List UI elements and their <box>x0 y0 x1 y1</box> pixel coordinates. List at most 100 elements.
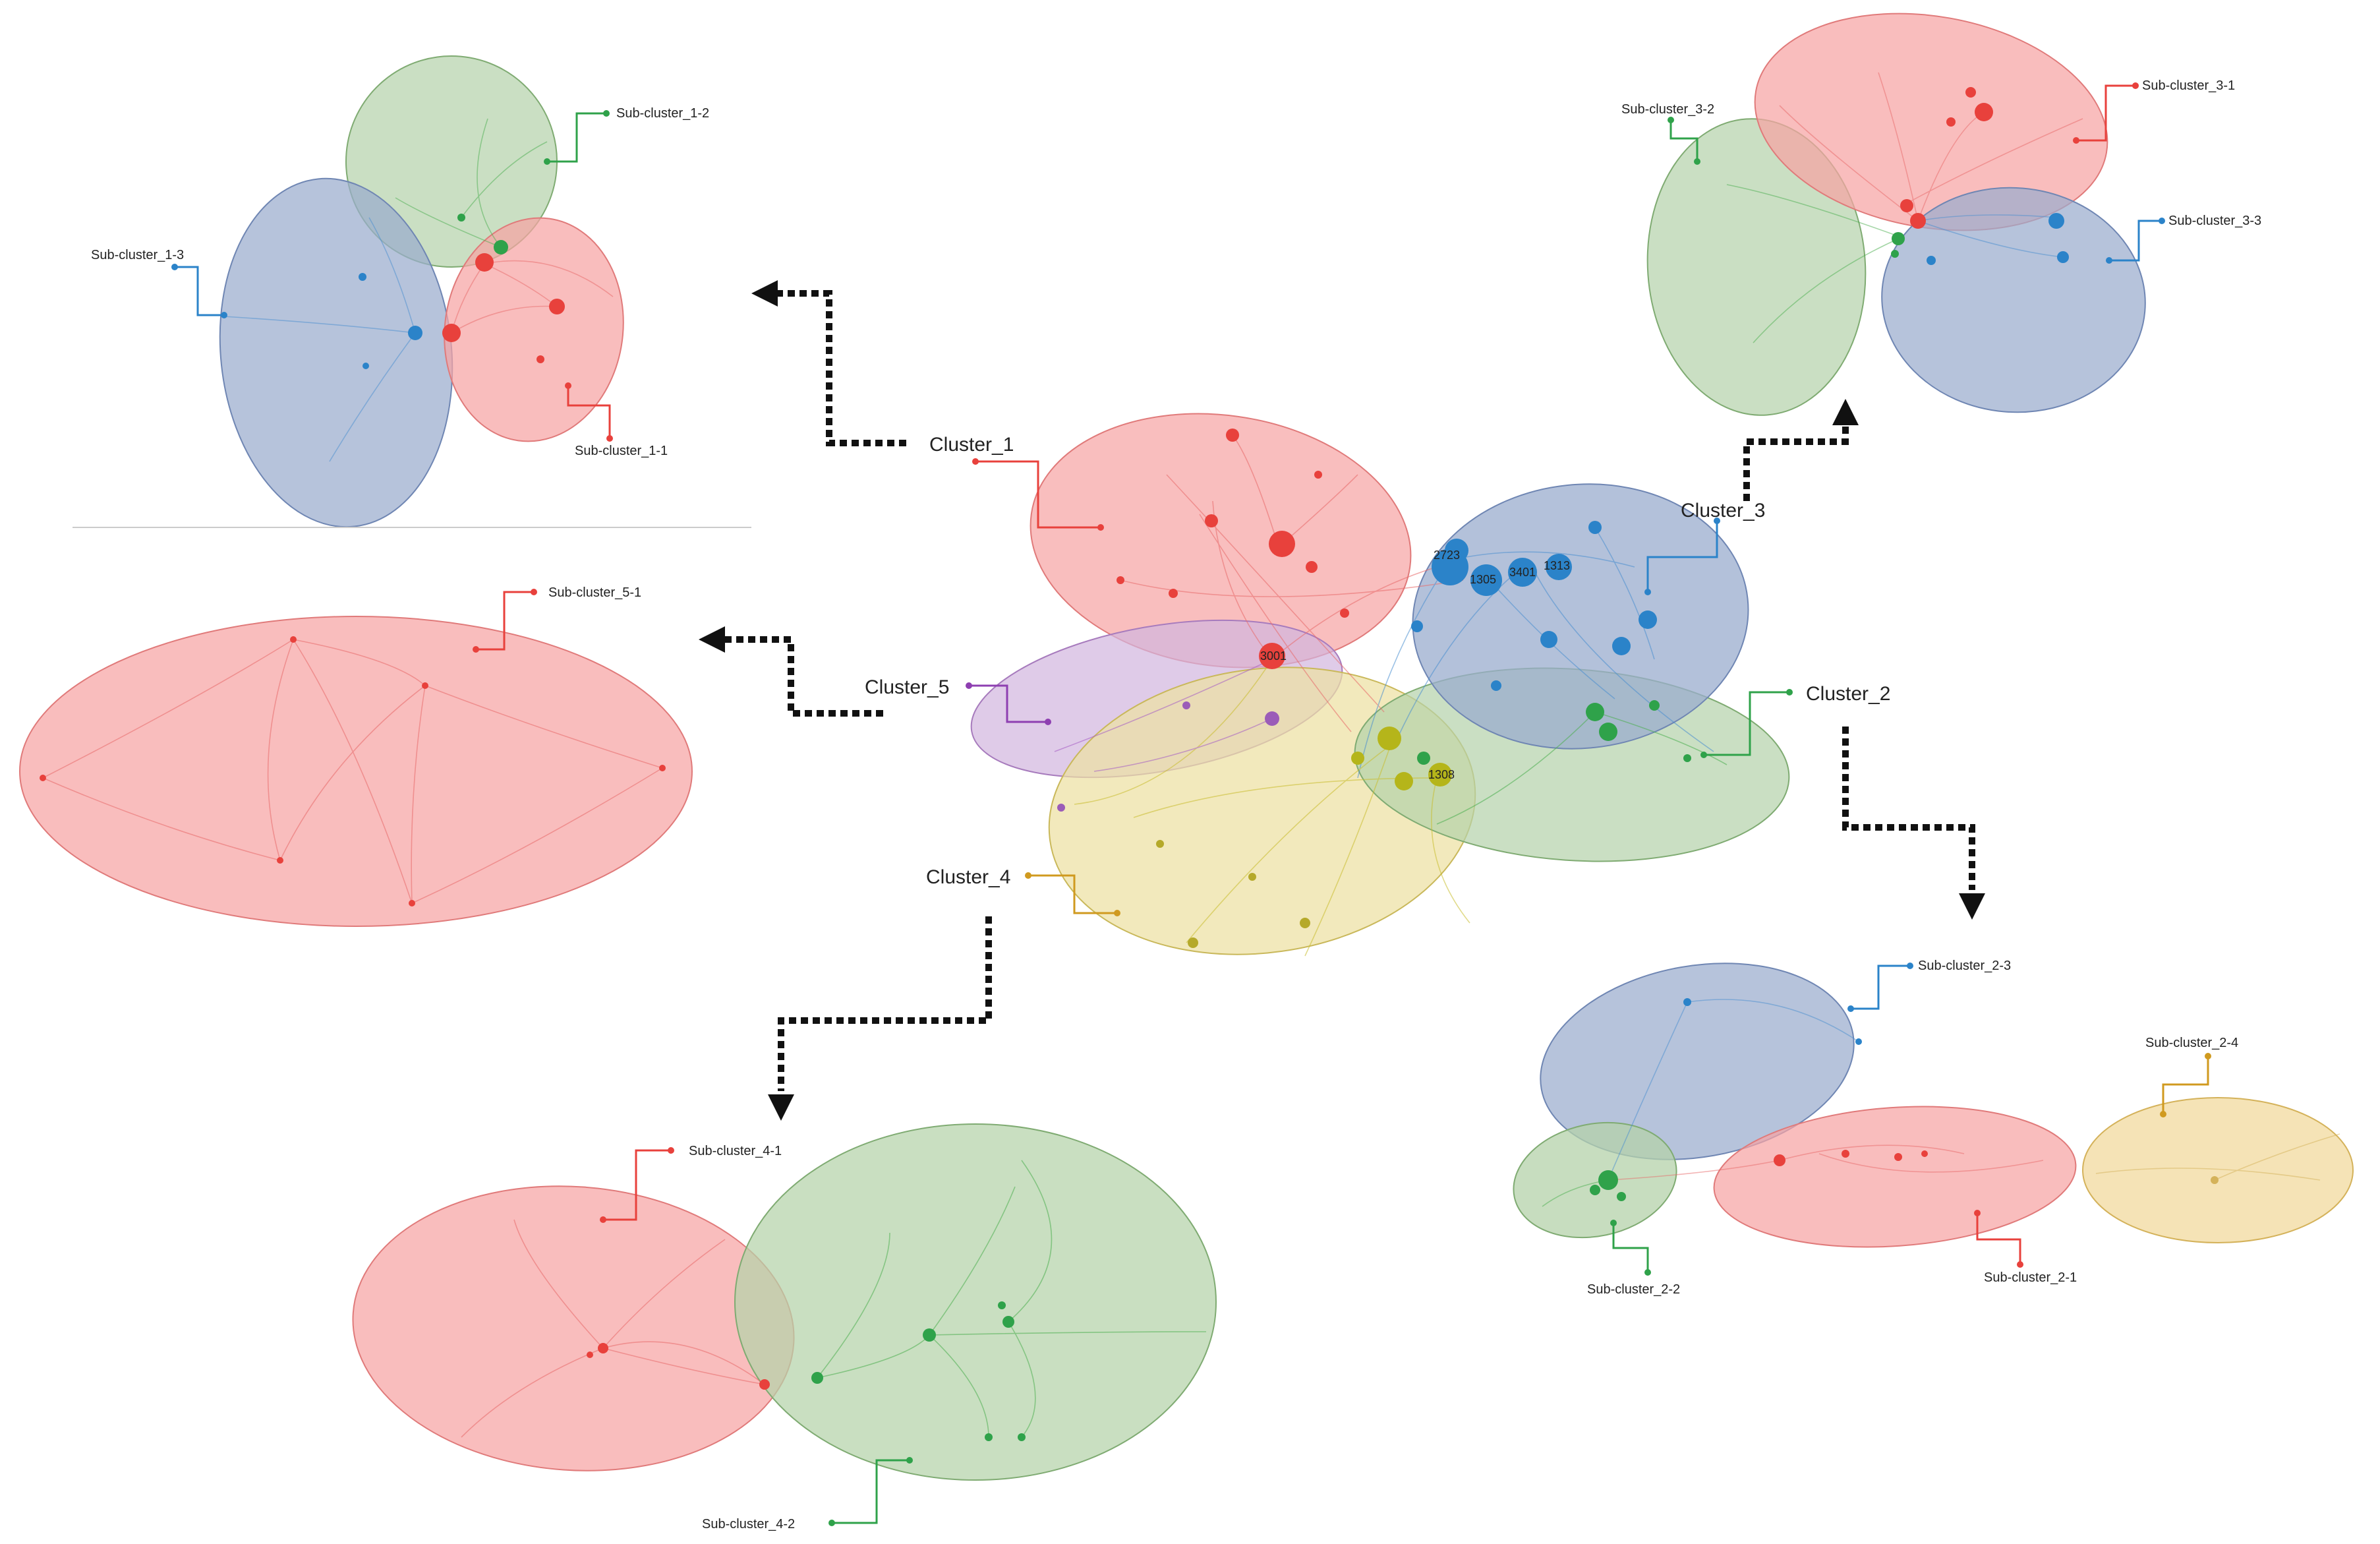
cluster-4-detail <box>352 1123 1217 1481</box>
node <box>1921 1150 1928 1157</box>
callout-dot <box>603 110 610 117</box>
callout-sub-1-2 <box>547 112 606 163</box>
node <box>1226 429 1239 442</box>
node <box>1411 620 1423 632</box>
callout-dot <box>606 435 613 442</box>
central-node-labels: 2723 1313 1305 3401 3001 1308 <box>1260 549 1570 781</box>
node-label: 3401 <box>1509 566 1536 579</box>
node <box>363 363 369 369</box>
node <box>1586 703 1604 721</box>
callout-dot <box>531 589 537 595</box>
node <box>1894 1153 1902 1161</box>
label-sub-1-2: Sub-cluster_1-2 <box>616 106 709 121</box>
callout-sub-1-1 <box>567 386 611 438</box>
node <box>1927 256 1936 265</box>
callout-cluster-1 <box>975 460 1101 529</box>
node <box>1188 937 1198 948</box>
node <box>1169 589 1178 598</box>
node <box>1855 1038 1862 1045</box>
callout-dot <box>828 1520 835 1526</box>
callout-dot <box>906 1457 913 1464</box>
arrow-cluster-1 <box>776 290 906 446</box>
label-sub-2-4: Sub-cluster_2-4 <box>2145 1036 2238 1050</box>
callout-sub-4-1 <box>603 1149 671 1221</box>
callout-dot <box>1045 719 1051 725</box>
callout-dot <box>1700 752 1707 758</box>
callout-cluster-2 <box>1704 691 1789 756</box>
node <box>1842 1150 1849 1158</box>
node <box>1900 199 1913 212</box>
node <box>409 900 415 906</box>
node <box>759 1379 770 1390</box>
callout-dot <box>1025 872 1031 879</box>
label-sub-1-1: Sub-cluster_1-1 <box>575 444 668 458</box>
sub-cluster-labels: Sub-cluster_1-2 Sub-cluster_1-3 Sub-clus… <box>91 78 2261 1531</box>
sub-cluster-2-4-ellipse <box>2082 1097 2354 1243</box>
node <box>1470 564 1502 596</box>
central-network: 2723 1313 1305 3401 3001 1308 <box>970 413 1790 957</box>
label-cluster-3: Cluster_3 <box>1681 500 1765 521</box>
callout-sub-3-1 <box>2076 84 2135 142</box>
callout-sub-2-4 <box>2162 1056 2209 1114</box>
node <box>1508 558 1537 587</box>
callout-sub-2-3 <box>1851 965 1910 1010</box>
callout-dot <box>1610 1220 1617 1226</box>
label-cluster-4: Cluster_4 <box>926 866 1010 888</box>
sub-cluster-2-2-ellipse <box>1513 1121 1677 1239</box>
callout-dot <box>1668 117 1674 123</box>
node <box>1428 763 1452 787</box>
arrow-cluster-5 <box>725 636 883 717</box>
node <box>1617 1192 1626 1201</box>
node <box>1910 213 1926 229</box>
callout-dot <box>221 312 227 318</box>
node <box>1314 471 1322 479</box>
callout-dot <box>1644 589 1651 595</box>
callout-sub-5-1 <box>476 591 534 651</box>
callout-cluster-5 <box>969 684 1048 723</box>
arrow-cluster-4 <box>778 916 992 1091</box>
callout-sub-3-3 <box>2109 220 2162 262</box>
label-cluster-2: Cluster_2 <box>1806 683 1890 705</box>
label-sub-2-2: Sub-cluster_2-2 <box>1587 1282 1680 1297</box>
callout-dot <box>2132 82 2139 89</box>
callout-sub-3-2 <box>1669 120 1698 162</box>
callout-cluster-3 <box>1646 521 1718 592</box>
central-nodes <box>1057 429 1691 948</box>
callout-dot <box>2205 1053 2211 1059</box>
arrow-head-cluster-2 <box>1959 893 1985 920</box>
node-label: 1308 <box>1428 768 1455 781</box>
node <box>1445 539 1468 562</box>
node-label: 2723 <box>1434 549 1460 562</box>
node <box>1018 1433 1026 1441</box>
central-edges <box>1054 434 1727 957</box>
node <box>1612 637 1631 655</box>
label-sub-3-3: Sub-cluster_3-3 <box>2168 214 2261 228</box>
callout-dot <box>1974 1210 1981 1216</box>
node <box>359 273 366 281</box>
node <box>1965 87 1976 98</box>
node <box>1599 723 1617 741</box>
callout-sub-2-2 <box>1612 1223 1649 1272</box>
callout-dot <box>1907 963 1913 969</box>
callout-sub-1-3 <box>175 266 224 316</box>
dotted-arrows <box>699 280 1985 1121</box>
node <box>1002 1316 1014 1328</box>
node <box>598 1343 608 1353</box>
callout-dot <box>2017 1261 2023 1268</box>
label-sub-4-1: Sub-cluster_4-1 <box>689 1144 782 1158</box>
node <box>277 857 283 864</box>
label-sub-1-3: Sub-cluster_1-3 <box>91 248 184 262</box>
node <box>1300 918 1310 928</box>
cluster-labels: Cluster_1 Cluster_3 Cluster_5 Cluster_2 … <box>865 434 1890 888</box>
node <box>442 324 461 342</box>
node <box>1265 711 1279 726</box>
node <box>1205 514 1218 527</box>
cluster-3-detail-edges <box>1726 72 2083 343</box>
arrow-head-cluster-1 <box>751 280 778 307</box>
callout-dot <box>1714 518 1720 524</box>
node <box>1683 998 1691 1006</box>
sub-cluster-2-1-ellipse <box>1713 1106 2077 1248</box>
cluster-4-detail-edges <box>461 1160 1207 1438</box>
label-sub-2-1: Sub-cluster_2-1 <box>1984 1270 2077 1285</box>
